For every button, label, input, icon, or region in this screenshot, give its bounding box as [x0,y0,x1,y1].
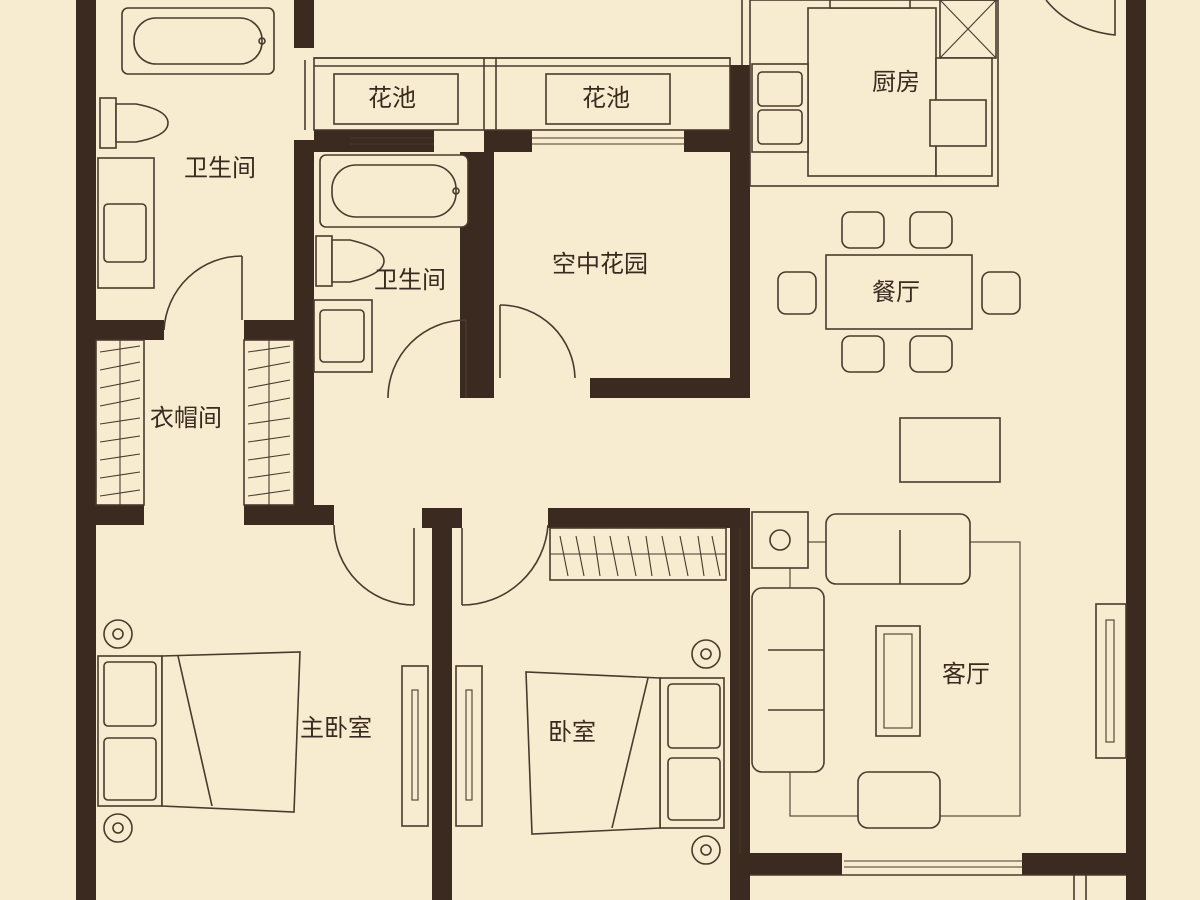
room-label-sky-garden: 空中花园 [552,250,648,278]
wardrobes [95,339,727,827]
room-label-planter-right: 花池 [582,84,630,112]
bathroom-fixtures [97,7,469,373]
room-label-kitchen: 厨房 [872,68,920,96]
room-label-bathroom-main: 卫生间 [184,154,256,182]
living-furniture [751,511,1127,829]
room-label-master-bedroom: 主卧室 [300,714,372,742]
room-label-planter-left: 花池 [368,84,416,112]
beds [97,619,725,865]
room-label-living-room: 客厅 [942,660,990,688]
planter-box-right [545,73,671,125]
planter-box-left [333,73,459,125]
dining-furniture [777,211,1021,483]
room-label-dining: 餐厅 [872,278,920,306]
outlines [304,0,1126,900]
room-label-cloakroom: 衣帽间 [150,404,222,432]
room-label-bathroom-second: 卫生间 [374,266,446,294]
walls [76,0,1146,900]
kitchen-fixtures [751,0,993,177]
room-label-bedroom: 卧室 [548,718,596,746]
